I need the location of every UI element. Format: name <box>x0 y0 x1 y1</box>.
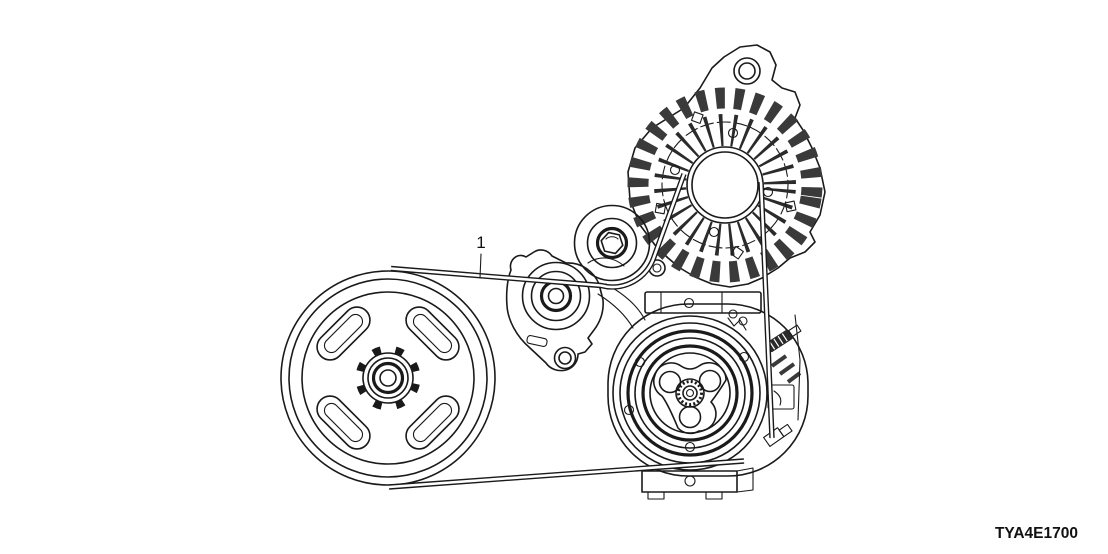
pulley-slot <box>405 306 460 361</box>
alternator-mount-hole <box>733 57 761 85</box>
compressor-base <box>641 467 754 500</box>
idler-pulley <box>573 204 651 282</box>
drive-belt <box>388 173 775 490</box>
callout-1-label[interactable]: 1 <box>476 233 485 252</box>
idler-bolt-hex <box>600 231 624 255</box>
compressor-body <box>607 303 809 477</box>
alternator <box>627 44 826 288</box>
compressor-top-bracket <box>644 291 762 314</box>
pulley-hub <box>355 345 421 411</box>
pulley-slot <box>316 395 371 450</box>
tensioner-pivot-bolt <box>553 346 577 370</box>
compressor-clutch <box>612 315 768 471</box>
callout-leader-line <box>479 253 482 279</box>
crankshaft-pulley <box>280 270 496 486</box>
tensioner-bracket <box>505 249 604 372</box>
clutch-plate <box>652 361 727 435</box>
callout-1[interactable]: 1 <box>476 233 486 279</box>
tensioner-pulley <box>521 261 591 331</box>
drawing-code: TYA4E1700 <box>995 525 1078 542</box>
pulley-slot <box>405 395 460 450</box>
ac-compressor <box>607 291 809 500</box>
pulley-slot <box>316 306 371 361</box>
